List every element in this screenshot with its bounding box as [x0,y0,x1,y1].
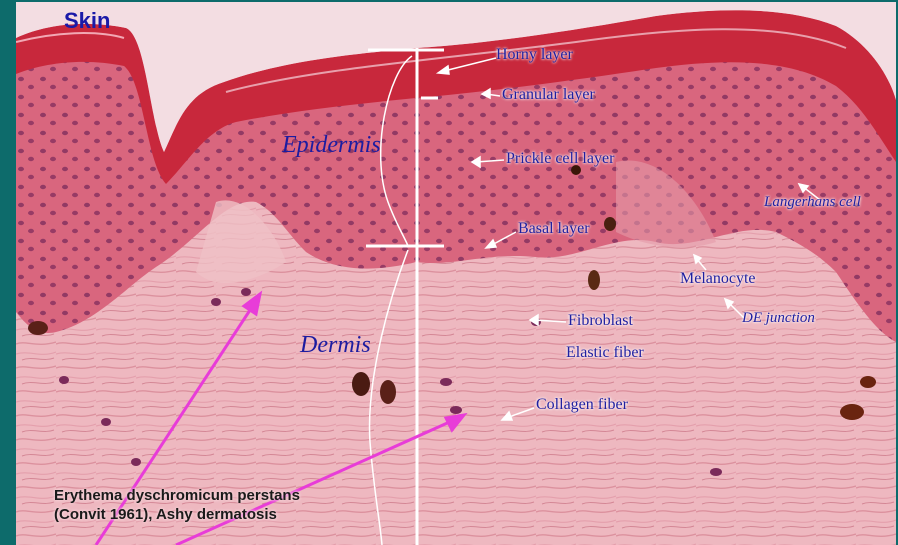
slide-caption: Erythema dyschromicum perstans (Convit 1… [54,486,300,524]
caption-line-2: (Convit 1961), Ashy dermatosis [54,505,300,524]
skin-section-image [16,2,896,545]
de-junction-label: DE junction [742,310,815,327]
prickle-cell-layer-label: Prickle cell layer [506,150,614,168]
basal-layer-label: Basal layer [518,220,590,238]
fibroblast-label: Fibroblast [568,312,633,330]
collagen-fiber-label: Collagen fiber [536,396,628,414]
granular-layer-label: Granular layer [502,86,595,104]
histology-slide: Skin Epidermis Dermis Horny layer Granul… [16,2,896,545]
melanocyte-label: Melanocyte [680,270,756,288]
langerhans-cell-label: Langerhans cell [764,194,861,211]
caption-line-1: Erythema dyschromicum perstans [54,486,300,505]
horny-layer-label: Horny layer [496,46,573,64]
elastic-fiber-label: Elastic fiber [566,344,644,362]
epidermis-label: Epidermis [282,132,381,159]
dermis-label: Dermis [300,332,371,359]
slide-title: Skin [64,8,110,34]
